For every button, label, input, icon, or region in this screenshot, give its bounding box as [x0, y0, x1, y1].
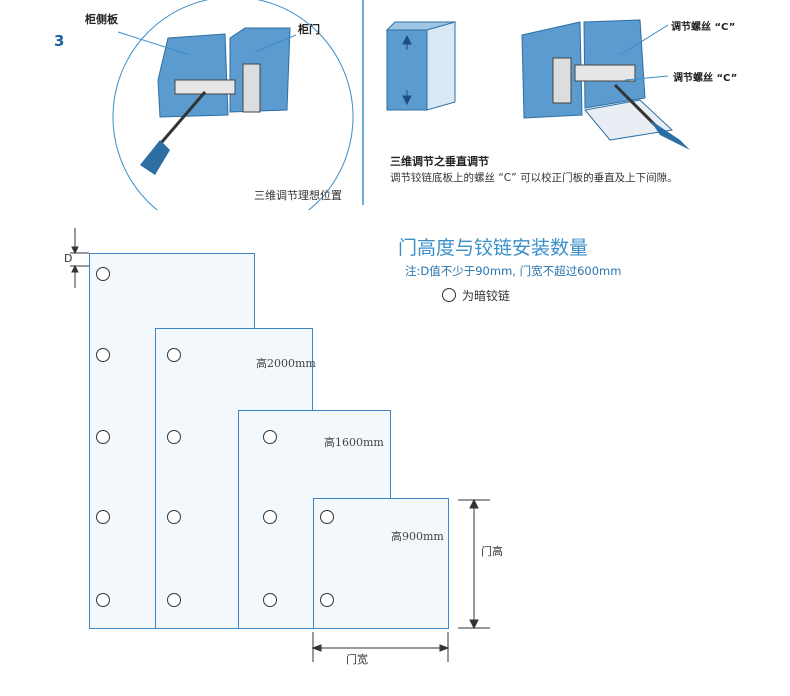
door-2-height-label: 高2000mm	[256, 357, 316, 370]
label-side-panel: 柜侧板	[85, 13, 118, 26]
zoom-circle	[112, 0, 354, 210]
hinge-icon	[167, 348, 181, 362]
side-panel-shape	[157, 33, 229, 118]
hinge-icon	[320, 593, 334, 607]
door-4	[313, 498, 449, 629]
screwdriver	[153, 91, 207, 151]
left-caption: 三维调节理想位置	[254, 189, 342, 202]
right-title: 三维调节之垂直调节	[390, 155, 489, 168]
d-label: D	[64, 252, 73, 265]
arrow-down-icon	[402, 90, 412, 106]
label-screw-c-1: 调节螺丝 “C”	[671, 22, 736, 33]
screwdriver-handle	[140, 140, 170, 175]
leader-line	[117, 31, 191, 56]
hinge-icon	[263, 593, 277, 607]
legend-text: 为暗铰链	[462, 289, 511, 303]
shelf-shape	[584, 99, 674, 141]
hinge-icon	[96, 510, 110, 524]
hinge-cup	[552, 57, 572, 104]
leader-line	[624, 75, 669, 81]
hinge-plate	[574, 64, 636, 82]
hinge-icon	[96, 267, 110, 281]
right-description: 调节铰链底板上的螺丝 “C” 可以校正门板的垂直及上下间隙。	[390, 172, 678, 184]
hinge-icon	[167, 593, 181, 607]
step-number: 3	[54, 32, 65, 50]
hinge-icon	[96, 593, 110, 607]
leader-line	[254, 34, 297, 53]
cabinet-panel-shape	[521, 21, 583, 119]
label-screw-c-2: 调节螺丝 “C”	[673, 73, 738, 84]
arrow-up-icon	[402, 34, 412, 50]
door-height-label: 门高	[481, 545, 503, 558]
screwdriver-handle	[650, 120, 690, 150]
hinge-icon	[263, 510, 277, 524]
door-4-height-label: 高900mm	[391, 530, 444, 543]
door-3-height-label: 高1600mm	[324, 436, 384, 449]
cabinet-side	[426, 21, 456, 111]
hinge-icon	[167, 510, 181, 524]
hinge-icon	[320, 510, 334, 524]
door-panel-shape	[583, 19, 646, 109]
hinge-legend-icon	[442, 288, 456, 302]
hinge-cup	[242, 63, 261, 113]
hinge-icon	[263, 430, 277, 444]
hinge-icon	[167, 430, 181, 444]
diagram-title: 门高度与铰链安装数量	[398, 237, 589, 259]
label-door: 柜门	[298, 23, 320, 36]
hinge-illustrations	[112, 0, 690, 210]
hinge-arm	[174, 79, 236, 95]
leader-line	[619, 24, 669, 56]
hinge-icon	[96, 348, 110, 362]
door-width-label: 门宽	[346, 653, 368, 666]
hinge-icon	[96, 430, 110, 444]
diagram-note: 注:D值不少于90mm, 门宽不超过600mm	[405, 264, 622, 278]
